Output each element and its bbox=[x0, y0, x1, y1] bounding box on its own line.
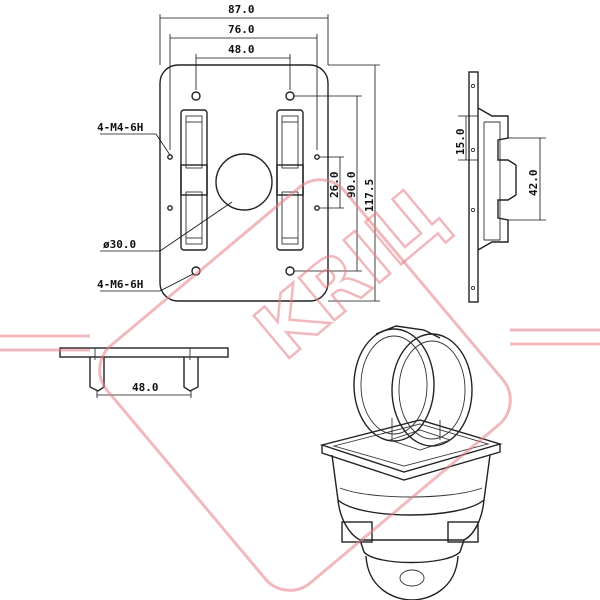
height-dimensions: 117.5 90.0 26.0 bbox=[294, 64, 380, 302]
camera-assembly bbox=[319, 325, 503, 600]
front-plate bbox=[59, 347, 229, 358]
hole-m6 bbox=[285, 91, 295, 101]
plate-outline bbox=[159, 64, 329, 302]
dim-height-mid: 90.0 bbox=[345, 172, 358, 199]
center-bore bbox=[215, 153, 273, 211]
label-diameter: ø30.0 bbox=[103, 238, 136, 251]
side-plate bbox=[468, 71, 479, 303]
leader-labels: 4-M4-6H ø30.0 4-M6-6H bbox=[97, 121, 233, 292]
dim-side-height: 42.0 bbox=[527, 170, 540, 197]
left-slot bbox=[180, 109, 208, 251]
hole-m4 bbox=[314, 205, 320, 211]
dim-height-total: 117.5 bbox=[363, 179, 376, 212]
right-slot bbox=[276, 109, 304, 251]
label-hole-small: 4-M4-6H bbox=[97, 121, 143, 134]
hole-m6 bbox=[191, 91, 201, 101]
watermark-text: KRIЦ bbox=[238, 169, 461, 376]
dim-side-top: 15.0 bbox=[454, 129, 467, 156]
dim-front-width: 48.0 bbox=[132, 381, 159, 394]
hole-m4 bbox=[167, 154, 173, 160]
hole-m4 bbox=[167, 205, 173, 211]
dim-width-total: 87.0 bbox=[228, 3, 255, 16]
dim-width-mid: 76.0 bbox=[228, 23, 255, 36]
width-dimensions: 87.0 76.0 48.0 bbox=[159, 3, 329, 150]
label-hole-large: 4-M6-6H bbox=[97, 278, 143, 291]
dim-width-inner: 48.0 bbox=[228, 43, 255, 56]
front-view: 48.0 bbox=[59, 347, 229, 398]
side-view: 15.0 42.0 bbox=[454, 71, 546, 303]
hole-m4 bbox=[314, 154, 320, 160]
dim-height-inner: 26.0 bbox=[328, 172, 341, 199]
